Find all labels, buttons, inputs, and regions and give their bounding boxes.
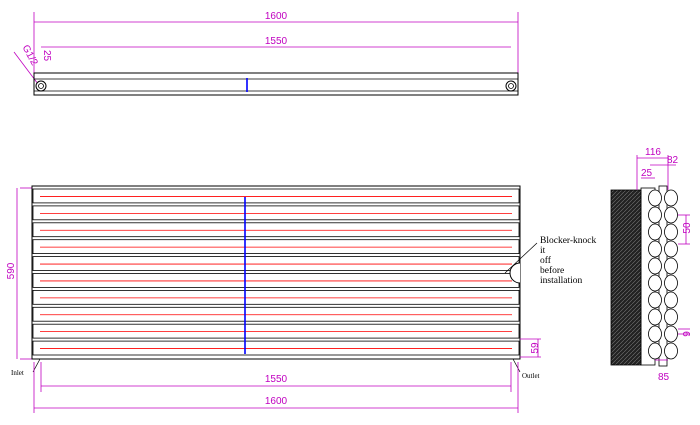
outlet-label: Outlet xyxy=(522,372,540,380)
side-bottom-dim: 85 xyxy=(658,372,670,383)
side-tube xyxy=(664,257,678,275)
side-tube xyxy=(664,274,678,292)
top-thread-dim: G1/2 xyxy=(20,43,40,68)
front-centers-dim: 1550 xyxy=(265,374,288,385)
side-tube xyxy=(648,274,662,292)
side-tube xyxy=(664,342,678,360)
blocker-note-line-3: off xyxy=(540,255,552,266)
side-tube xyxy=(648,291,662,309)
top-overall-dim: 1600 xyxy=(265,11,288,22)
tube-panel xyxy=(32,306,520,322)
top-view: 1600 1550 G1/2 25 xyxy=(13,11,519,96)
side-tube xyxy=(664,206,678,224)
side-tube xyxy=(664,308,678,326)
side-tube xyxy=(664,325,678,343)
tube-panel xyxy=(32,222,520,238)
inlet-label: Inlet xyxy=(11,369,24,377)
side-tube xyxy=(648,308,662,326)
wall-section xyxy=(610,189,642,366)
side-tube xyxy=(664,223,678,241)
tube-panel xyxy=(32,289,520,305)
side-gap-dim: 9 xyxy=(682,331,693,337)
blocker-note-line-4: before xyxy=(540,265,564,276)
tube-panel xyxy=(32,239,520,254)
top-body-outline xyxy=(33,72,519,96)
front-overall-dim: 1600 xyxy=(265,396,288,407)
top-small-dim: 25 xyxy=(41,50,52,62)
side-tube xyxy=(664,189,678,207)
side-tube xyxy=(648,257,662,275)
tube-panel xyxy=(32,188,520,204)
side-tube xyxy=(664,240,678,258)
side-tube xyxy=(664,291,678,309)
tube-panel xyxy=(32,323,520,339)
side-tube xyxy=(648,206,662,224)
side-bracket-dim: 25 xyxy=(641,168,653,179)
tube-panel xyxy=(32,256,520,271)
front-pitch-dim: 59 xyxy=(530,342,541,354)
front-tube-panels xyxy=(32,188,520,356)
tube-panel xyxy=(32,273,520,288)
tube-panel xyxy=(32,340,520,356)
side-tube xyxy=(648,342,662,360)
blocker-note-line-5: installation xyxy=(540,276,582,286)
side-depth-dim: 116 xyxy=(645,147,661,158)
side-tube-column xyxy=(648,189,678,360)
front-view: 590 Blocker-knock it off before installa… xyxy=(6,185,597,413)
top-centers-dim: 1550 xyxy=(265,36,288,47)
side-tube xyxy=(648,189,662,207)
top-left-port xyxy=(35,80,47,92)
blocker-note-line-2: it xyxy=(540,246,546,256)
side-tube-size-dim: 50 xyxy=(682,222,693,234)
tube-panel xyxy=(32,205,520,221)
blocker-notch xyxy=(509,262,521,284)
side-tube xyxy=(648,325,662,343)
front-body-outline xyxy=(31,185,521,360)
side-tube xyxy=(648,223,662,241)
side-tube xyxy=(648,240,662,258)
front-height-dim: 590 xyxy=(6,262,17,279)
side-view: 116 82 25 50 9 85 xyxy=(610,147,693,383)
blocker-note-line-1: Blocker-knock xyxy=(540,236,597,246)
side-tube-depth-dim: 82 xyxy=(667,155,679,166)
top-right-port xyxy=(505,80,517,92)
